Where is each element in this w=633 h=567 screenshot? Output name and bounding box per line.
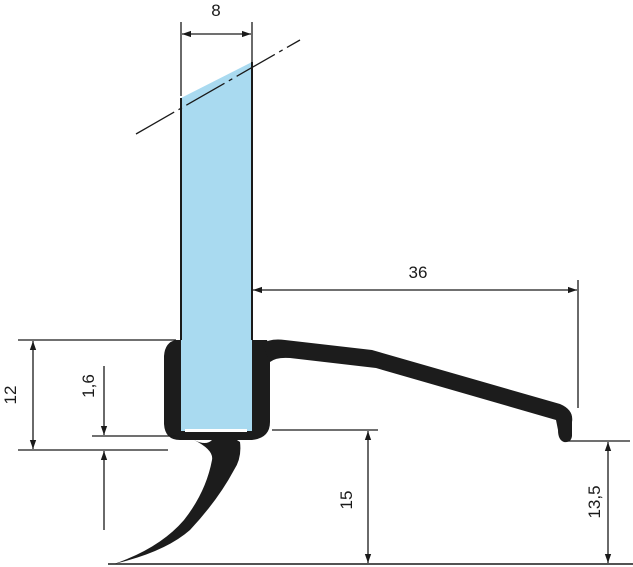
dim-label-lip-length: 36 [409, 263, 428, 282]
dim-label-lip-to-floor: 13,5 [585, 485, 604, 518]
dim-label-glass-to-floor: 15 [337, 491, 356, 510]
seal-sweep-fin [114, 435, 241, 564]
dim-label-profile-height: 12 [1, 386, 20, 405]
seal-rib [185, 429, 247, 432]
break-line [135, 39, 301, 135]
glass-pane [181, 62, 252, 432]
seal-inner-left [172, 346, 181, 431]
seal-channel [164, 340, 270, 440]
dim-label-glass-thickness: 8 [211, 1, 220, 20]
seal-drip-lip [262, 339, 573, 443]
dim-label-gap: 1,6 [79, 374, 98, 398]
